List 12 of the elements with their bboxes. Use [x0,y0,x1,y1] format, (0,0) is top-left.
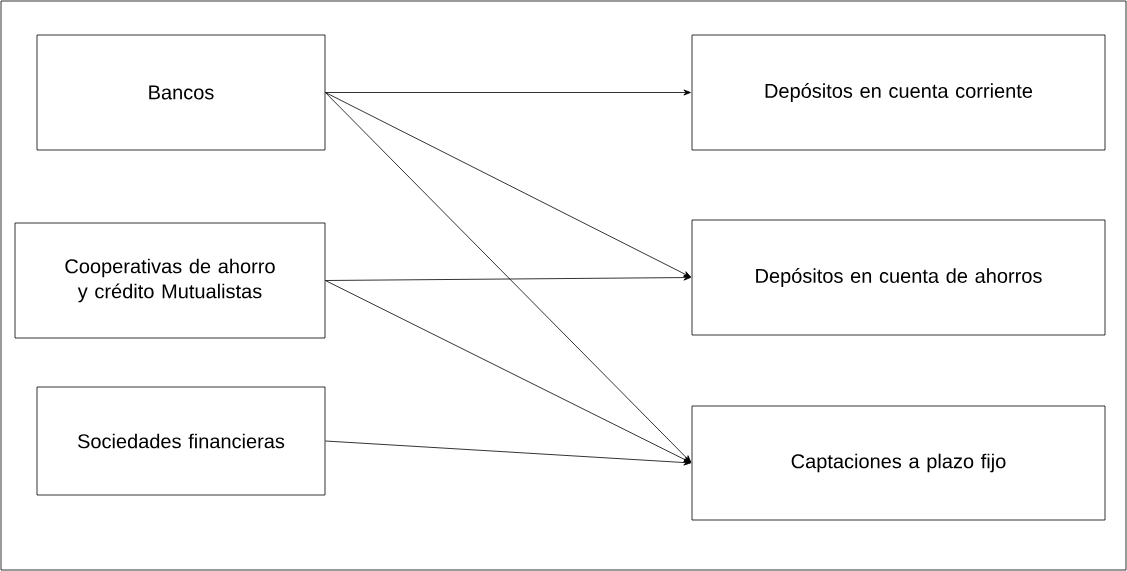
arrow [325,274,691,281]
arrow [325,92,692,463]
box: Depósitos en cuenta de ahorros [691,219,1106,336]
box: Bancos [36,34,326,151]
arrow [325,280,691,463]
arrow [325,92,691,278]
arrow [325,89,691,96]
box: Sociedades financieras [36,386,326,496]
arrow [325,440,691,466]
box: Depósitos en cuenta corriente [691,34,1106,151]
box: Cooperativas de ahorro y crédito Mutualistas [14,222,326,339]
box: Captaciones a plazo fijo [691,405,1106,521]
